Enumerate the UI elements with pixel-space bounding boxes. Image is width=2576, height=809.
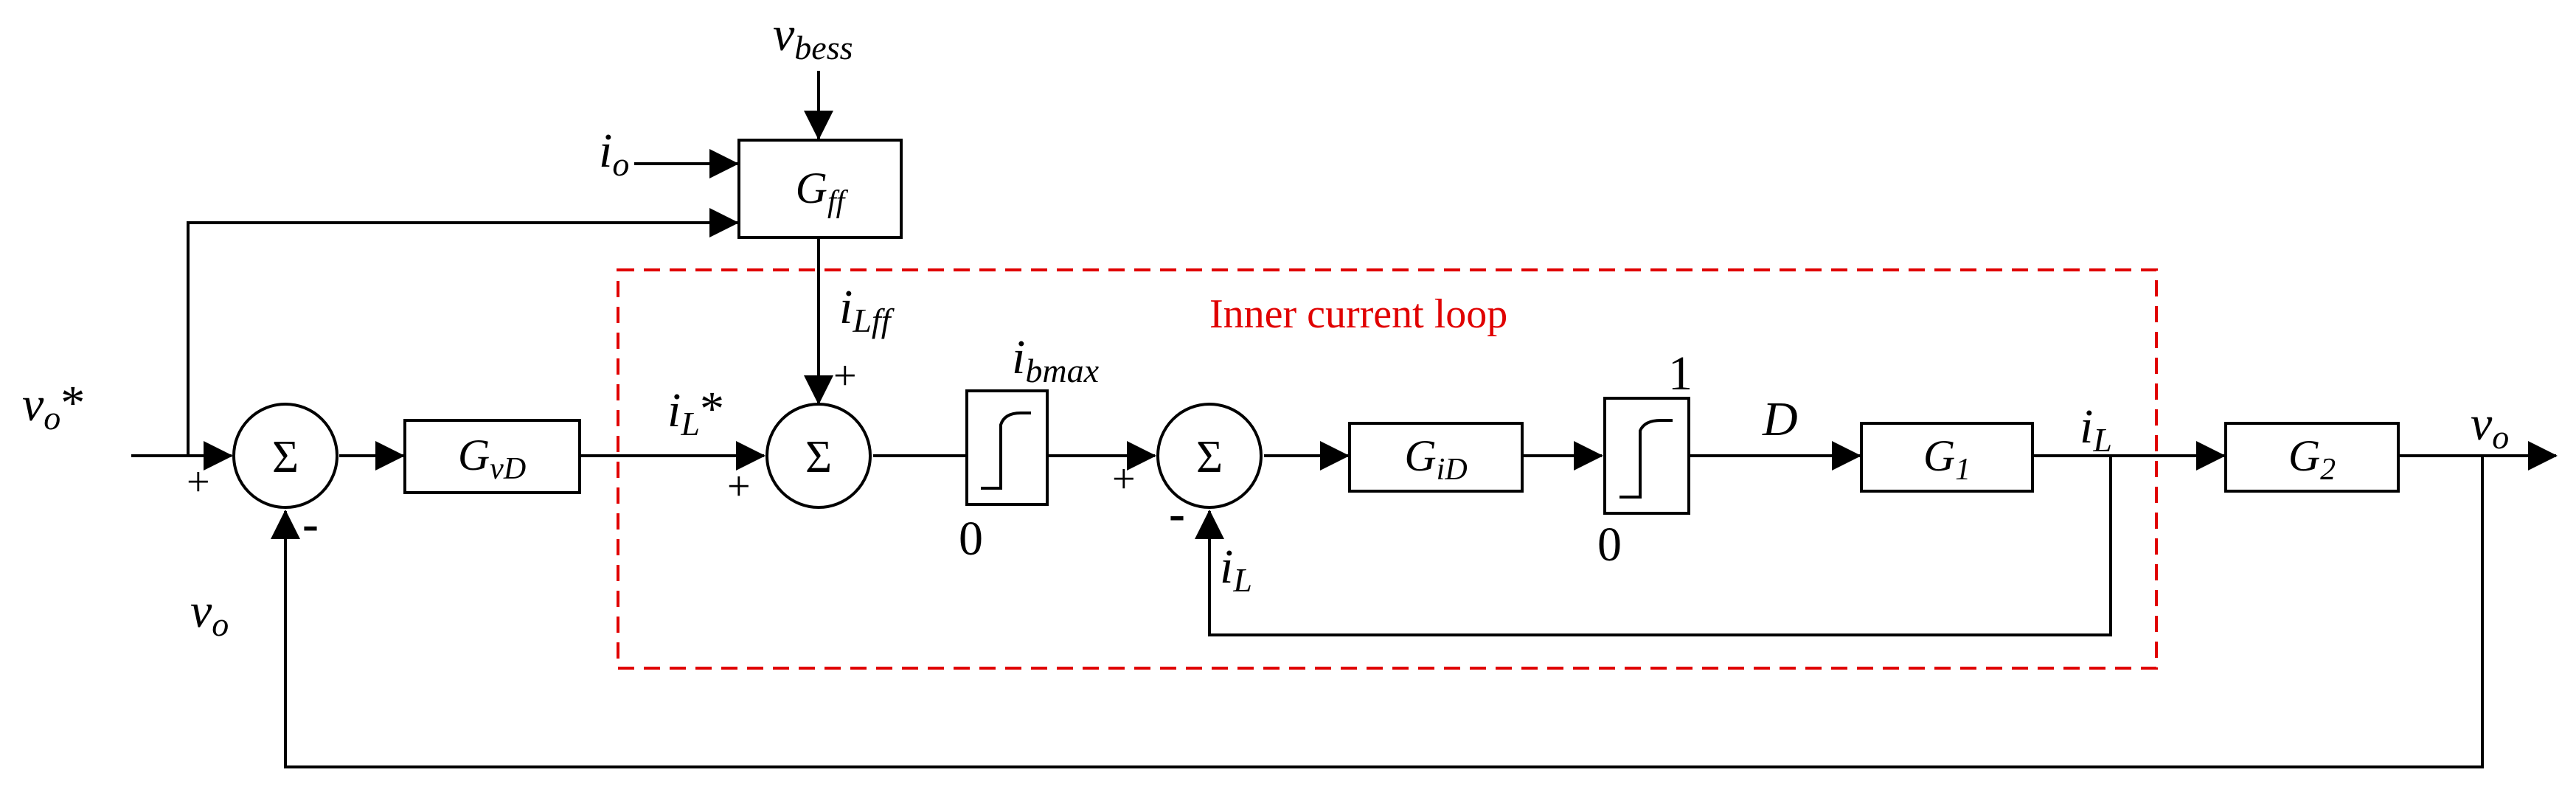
g2-main: G (2288, 431, 2320, 480)
label-lim2-upper: 1 (1668, 347, 1693, 400)
inner-loop-label: Inner current loop (1209, 291, 1507, 337)
sign-sum3-fb: - (1169, 487, 1185, 541)
inner-loop-border (617, 268, 2158, 670)
sign-sum1-fb: - (302, 497, 319, 551)
svg-text:ibmax: ibmax (1012, 330, 1100, 389)
svg-text:GiD: GiD (1404, 431, 1467, 487)
label-ilout-sub: L (2092, 421, 2112, 459)
svg-text:io: io (599, 124, 629, 183)
gid-sub: iD (1437, 453, 1468, 487)
gff-main: G (796, 164, 827, 212)
label-voout-main: v (2471, 397, 2493, 451)
label-vbess-main: v (773, 7, 795, 61)
label-io-main: i (599, 124, 612, 178)
duty-limiter (1603, 397, 1690, 515)
label-ilff-main: i (839, 280, 853, 334)
svg-text:GvD: GvD (458, 431, 526, 486)
sum-symbol-2: Σ (805, 432, 832, 482)
gvd-main: G (458, 431, 490, 479)
sum-symbol-3: Σ (1196, 432, 1223, 482)
svg-text:G2: G2 (2288, 431, 2336, 487)
sum-junction-3: Σ (1156, 403, 1263, 509)
wire-vo-feedback (271, 456, 2484, 768)
block-g1: G1 (1860, 422, 2034, 493)
svg-text:iLff: iLff (839, 280, 895, 339)
sum-symbol-1: Σ (272, 432, 299, 482)
label-lim1-lower: 0 (959, 512, 983, 566)
label-voref-main: v (22, 378, 44, 431)
svg-text:vo: vo (2471, 397, 2509, 456)
svg-text:G1: G1 (1923, 431, 1971, 487)
label-vbess-sub: bess (794, 29, 853, 66)
label-voref-sub: o (44, 399, 60, 437)
label-ibmax-main: i (1012, 330, 1025, 384)
label-ilff-sub: Lff (852, 302, 895, 339)
sign-sum2-ff: + (833, 353, 857, 399)
sum-junction-2: Σ (765, 403, 872, 509)
wire-il-feedback (1195, 456, 2112, 636)
sign-sum1-ref: + (187, 459, 210, 505)
svg-text:vo: vo (190, 584, 229, 643)
label-voout-sub: o (2492, 418, 2509, 456)
label-ilref-main: i (667, 383, 681, 437)
label-ibmax-sub: bmax (1025, 352, 1099, 389)
label-ilref-sub: L (680, 405, 700, 442)
wire-voref-gff (187, 208, 739, 456)
label-ilfb-sub: L (1232, 561, 1252, 599)
gid-main: G (1404, 431, 1436, 480)
current-limiter (965, 389, 1049, 506)
block-gid: GiD (1348, 422, 1524, 493)
label-voref-star: * (60, 376, 85, 430)
g2-sub: 2 (2320, 453, 2336, 487)
label-ilref-star: * (700, 382, 724, 436)
label-ilout-main: i (2080, 400, 2093, 454)
svg-text:iL: iL (2080, 400, 2112, 459)
label-d: D (1762, 392, 1798, 446)
block-gvd: GvD (403, 419, 581, 494)
svg-text:iL*: iL* (667, 382, 724, 442)
label-io-sub: o (612, 145, 629, 183)
sign-sum3-ref: + (1112, 456, 1136, 502)
block-gff: Gff (737, 139, 903, 239)
label-vofb-main: v (190, 584, 212, 638)
svg-text:iL: iL (1220, 540, 1252, 599)
block-g2: G2 (2224, 422, 2400, 493)
label-lim2-lower: 0 (1597, 518, 1622, 572)
gvd-sub: vD (490, 452, 526, 486)
sign-sum2-ref: + (727, 464, 751, 510)
sum-junction-1: Σ (232, 403, 339, 509)
g1-main: G (1923, 431, 1955, 480)
label-vofb-sub: o (212, 605, 229, 643)
svg-text:vo*: vo* (22, 376, 85, 437)
svg-text:vbess: vbess (773, 7, 853, 66)
g1-sub: 1 (1955, 453, 1971, 487)
label-ilfb-main: i (1220, 540, 1233, 594)
